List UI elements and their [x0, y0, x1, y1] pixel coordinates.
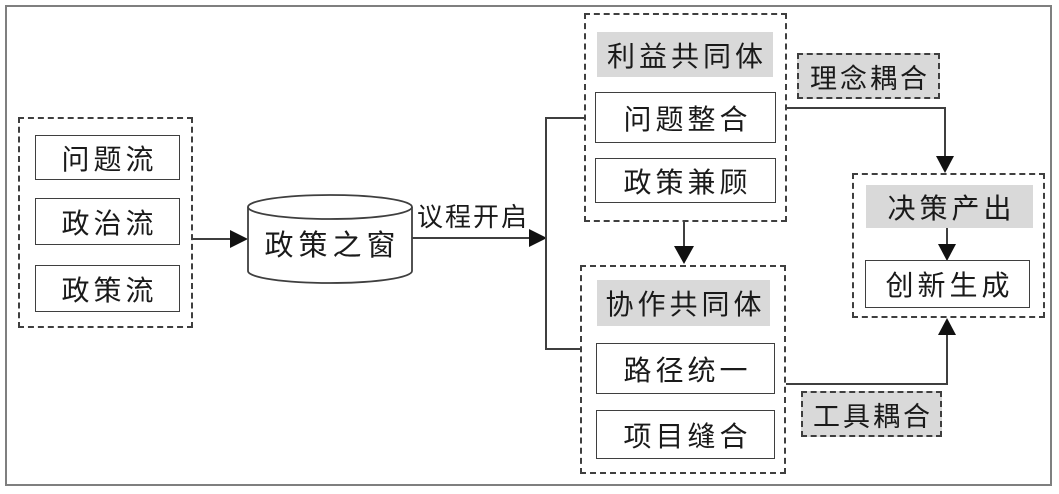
policy-window-label: 政策之窗 [264, 230, 401, 262]
arrowhead-streams-to-window [230, 230, 248, 248]
label-tool-coupling: 工具耦合 [801, 391, 942, 437]
label-idea-coupling: 理念耦合 [797, 53, 940, 99]
node-problem-integration-label: 问题整合 [623, 104, 752, 136]
node-innovation-generation-label: 创新生成 [885, 271, 1014, 302]
node-project-stitching-label: 项目缝合 [623, 421, 752, 453]
node-politics-stream: 政治流 [35, 198, 180, 245]
connector-tool-coupling [786, 332, 948, 385]
group-collaboration-community: 协作共同体 路径统一 项目缝合 [580, 265, 786, 474]
decision-output-title-label: 决策产出 [887, 193, 1016, 225]
cylinder-top-ellipse [247, 194, 413, 220]
arrowhead-tool-coupling [938, 318, 956, 335]
label-idea-coupling-text: 理念耦合 [810, 63, 930, 94]
arrowhead-decision-to-innovation [938, 244, 956, 261]
agenda-arrowhead [529, 229, 547, 247]
connector-idea-coupling [787, 107, 946, 159]
arrowhead-interest-to-collaboration [674, 246, 694, 264]
group-interest-community: 利益共同体 问题整合 政策兼顾 [584, 13, 787, 222]
node-problem-stream-label: 问题流 [61, 144, 158, 176]
outer-frame [5, 5, 1052, 486]
interest-community-title: 利益共同体 [597, 32, 773, 77]
node-problem-integration: 问题整合 [595, 92, 776, 143]
split-bracket [545, 117, 584, 350]
group-streams: 问题流 政治流 政策流 [18, 117, 193, 328]
node-path-unification: 路径统一 [596, 343, 775, 394]
node-problem-stream: 问题流 [35, 135, 180, 180]
group-decision-output: 决策产出 创新生成 [852, 173, 1045, 318]
node-innovation-generation: 创新生成 [865, 260, 1030, 308]
agenda-open-label: 议程开启 [416, 202, 529, 232]
collaboration-community-title-label: 协作共同体 [605, 290, 766, 321]
node-politics-stream-label: 政治流 [61, 208, 158, 240]
node-policy-balance: 政策兼顾 [595, 158, 776, 203]
arrowhead-idea-coupling [936, 156, 954, 173]
node-path-unification-label: 路径统一 [623, 355, 752, 387]
node-project-stitching: 项目缝合 [596, 410, 775, 459]
node-policy-balance-label: 政策兼顾 [623, 167, 752, 199]
node-policy-stream: 政策流 [35, 265, 180, 312]
interest-community-title-label: 利益共同体 [606, 41, 767, 73]
node-policy-stream-label: 政策流 [61, 275, 158, 307]
label-tool-coupling-text: 工具耦合 [813, 401, 933, 432]
decision-output-title: 决策产出 [866, 185, 1033, 228]
cylinder-body [247, 207, 413, 284]
collaboration-community-title: 协作共同体 [597, 280, 770, 326]
